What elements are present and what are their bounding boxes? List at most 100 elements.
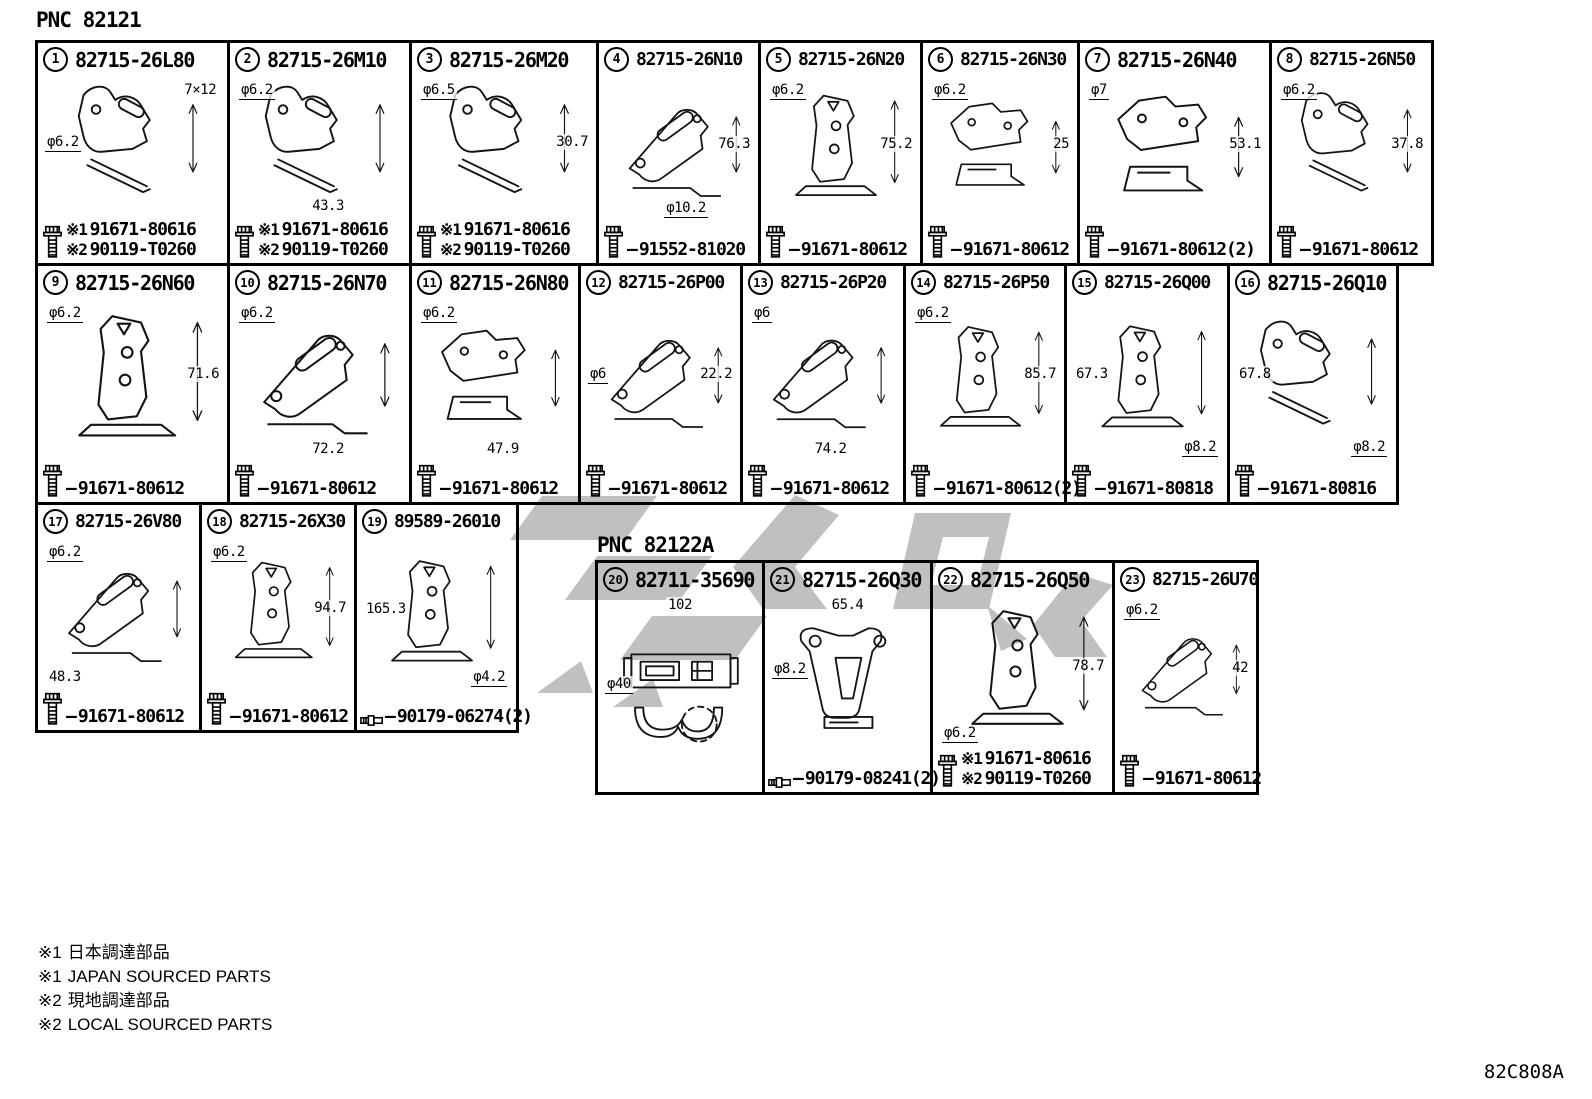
- fastener-line: 91671-80612: [230, 707, 349, 727]
- item-number: 3: [425, 52, 434, 67]
- fastener-part-number: 91671-80612: [951, 240, 1070, 260]
- footnote-text: 日本調達部品: [67, 943, 170, 962]
- fastener-numbers: 91671-80612(2): [1108, 240, 1256, 260]
- fastener-numbers: 91671-80818: [1095, 479, 1214, 499]
- fastener-numbers: 91671-80612: [1300, 240, 1419, 260]
- fastener-part-number: 91671-80816: [1258, 479, 1377, 499]
- part-cell-header: 5 82715-26N20: [761, 43, 920, 72]
- part-cell[interactable]: 17 82715-26V80 φ6.248.3 91671-80612: [35, 502, 202, 733]
- fastener-line: 91671-80612(2): [934, 479, 1082, 499]
- part-cell-header: 20 82711-35690: [598, 563, 762, 592]
- fastener-numbers: 90179-06274(2): [385, 707, 533, 727]
- part-cell[interactable]: 19 89589-26010 165.3φ4.2 90179-06274(2): [354, 502, 533, 733]
- fastener-line: 91671-80612: [66, 479, 185, 499]
- dimension-label: 74.2: [812, 441, 849, 457]
- dimension-label: φ6.5: [421, 82, 457, 100]
- item-number-badge: 15: [1072, 270, 1097, 295]
- fastener-numbers: 91671-80612: [440, 479, 559, 499]
- sourcing-mark: ※2: [66, 240, 88, 259]
- part-cell[interactable]: 21 82715-26Q30 65.4φ8.2 90179-08241(2): [762, 560, 941, 795]
- fastener-numbers: 91671-80612: [951, 240, 1070, 260]
- bracket-sketch: [772, 339, 886, 429]
- item-number: 4: [612, 52, 621, 67]
- item-number-badge: 5: [766, 47, 791, 72]
- dimension-label: φ6.2: [942, 725, 978, 743]
- flange-bolt-icon: [415, 463, 439, 499]
- fastener-part-number: 91552-81020: [627, 240, 746, 260]
- bracket-sketch: [263, 334, 390, 435]
- dimension-label: φ7: [1089, 82, 1109, 100]
- fastener-row: 90179-06274(2): [357, 693, 533, 730]
- item-number: 17: [48, 514, 63, 529]
- item-number: 11: [422, 275, 437, 290]
- dimension-label: 67.8: [1237, 365, 1273, 382]
- part-cell[interactable]: 11 82715-26N80 φ6.247.9 91671-80612: [409, 263, 581, 505]
- dimension-label: φ4.2: [471, 669, 507, 687]
- part-number: 82715-26N70: [267, 270, 387, 295]
- fastener-row: 91671-80612: [412, 463, 578, 502]
- flange-bolt-icon: [415, 224, 439, 260]
- part-cell[interactable]: 5 82715-26N20 φ6.275.2 91671-80612: [758, 40, 923, 266]
- flange-bolt-icon: [926, 224, 950, 260]
- dimension-label: φ6.2: [1124, 602, 1160, 620]
- item-number-badge: 1: [43, 47, 68, 72]
- sourcing-mark: ※2: [440, 240, 462, 259]
- part-cell-header: 22 82715-26Q50: [933, 563, 1112, 592]
- item-number: 10: [240, 275, 255, 290]
- sourcing-mark: ※1: [66, 220, 88, 239]
- item-number: 18: [212, 514, 227, 529]
- bracket-sketch: [1101, 325, 1206, 428]
- part-cell[interactable]: 9 82715-26N60 φ6.271.6 91671-80612: [35, 263, 230, 505]
- dimension-label: 22.2: [698, 365, 734, 382]
- fastener-line: 91671-80612: [440, 479, 559, 499]
- part-cell-header: 9 82715-26N60: [38, 266, 227, 295]
- bracket-sketch: [264, 85, 385, 194]
- flange-bolt-icon: [602, 224, 626, 260]
- part-cell[interactable]: 10 82715-26N70 φ6.272.2 91671-80612: [227, 263, 412, 505]
- dimension-label: 47.9: [485, 441, 521, 457]
- part-number: 82715-26P20: [780, 272, 887, 293]
- part-cell-header: 2 82715-26M10: [230, 43, 409, 72]
- part-number: 82715-26M20: [449, 47, 569, 72]
- part-number: 82715-26N10: [636, 49, 743, 70]
- item-number-badge: 20: [603, 567, 628, 592]
- part-cell[interactable]: 16 82715-26Q10 67.8φ8.2 91671-80816: [1227, 263, 1399, 505]
- bracket-sketch: [623, 653, 739, 743]
- part-cell[interactable]: 6 82715-26N30 φ6.225 91671-80612: [920, 40, 1080, 266]
- dimension-label: φ6: [588, 365, 608, 384]
- part-cell[interactable]: 14 82715-26P50 φ6.285.7 91671-80612(2): [903, 263, 1082, 505]
- fastener-line: 91671-80612: [1300, 240, 1419, 260]
- part-cell[interactable]: 18 82715-26X30 φ6.294.7 91671-80612: [199, 502, 357, 733]
- part-cell-header: 7 82715-26N40: [1080, 43, 1269, 72]
- part-cell[interactable]: 23 82715-26U70 φ6.242 91671-80612: [1112, 560, 1262, 795]
- flange-bolt-icon: [909, 463, 933, 499]
- bracket-sketch: [628, 108, 741, 197]
- fastener-part-number: 91671-80612: [66, 707, 185, 727]
- fastener-part-number: 91671-80612: [230, 707, 349, 727]
- part-number: 82715-26M10: [267, 47, 387, 72]
- part-cell[interactable]: 8 82715-26N50 φ6.237.8 91671-80612: [1269, 40, 1434, 266]
- sourcing-mark: ※1: [440, 220, 462, 239]
- item-number-badge: 10: [235, 270, 260, 295]
- part-number: 82715-26X30: [239, 511, 346, 532]
- drawing-code: 82C808A: [1483, 1061, 1564, 1083]
- item-number: 23: [1125, 572, 1140, 587]
- part-cell[interactable]: 15 82715-26Q00 67.3φ8.2 91671-80818: [1064, 263, 1230, 505]
